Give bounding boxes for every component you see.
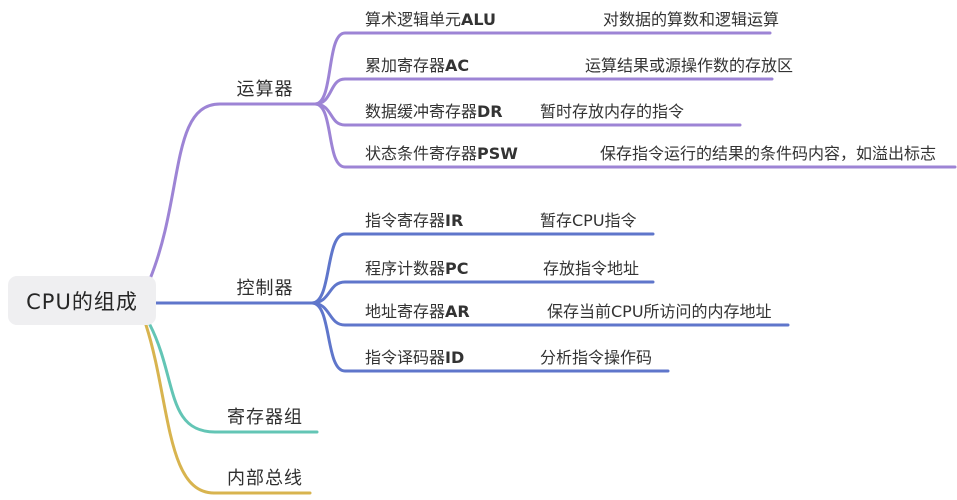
line-bus-trunk bbox=[144, 323, 312, 495]
topic-term-abbr: AC bbox=[445, 56, 470, 75]
topic-desc[interactable]: 暂时存放内存的指令 bbox=[540, 102, 685, 121]
topic-term: 状态条件寄存器PSW bbox=[365, 144, 518, 164]
topic-row-ir[interactable]: 指令寄存器IR 暂存CPU指令 bbox=[345, 207, 653, 234]
branch-operator[interactable]: 运算器 bbox=[236, 79, 294, 100]
topic-term-abbr: AR bbox=[445, 302, 470, 321]
line-operator-child-psw bbox=[313, 102, 957, 169]
topic-term: 指令寄存器IR bbox=[365, 211, 463, 231]
topic-term-abbr: PC bbox=[445, 259, 469, 278]
topic-term-abbr: ID bbox=[445, 348, 465, 367]
branch-registers[interactable]: 寄存器组 bbox=[227, 407, 303, 428]
topic-term: 地址寄存器AR bbox=[365, 302, 470, 322]
line-operator-child-alu bbox=[313, 31, 772, 106]
branch-bus[interactable]: 内部总线 bbox=[227, 468, 303, 489]
line-operator-trunk bbox=[148, 102, 317, 281]
topic-term: 算术逻辑单元ALU bbox=[365, 10, 496, 30]
topic-term: 程序计数器PC bbox=[365, 259, 468, 279]
topic-term: 指令译码器ID bbox=[365, 348, 464, 368]
topic-row-psw[interactable]: 状态条件寄存器PSW 保存指令运行的结果的条件码内容，如溢出标志 bbox=[345, 140, 955, 167]
topic-desc[interactable]: 暂存CPU指令 bbox=[540, 211, 637, 230]
topic-row-dr[interactable]: 数据缓冲寄存器DR 暂时存放内存的指令 bbox=[345, 98, 740, 125]
topic-desc[interactable]: 对数据的算数和逻辑运算 bbox=[603, 10, 780, 29]
topic-term-abbr: IR bbox=[445, 211, 464, 230]
root-topic[interactable]: CPU的组成 bbox=[8, 276, 156, 325]
line-registers-trunk bbox=[148, 323, 319, 434]
topic-term-text: 指令译码器 bbox=[365, 348, 446, 367]
topic-desc[interactable]: 存放指令地址 bbox=[543, 259, 640, 278]
line-controller-child-ir bbox=[310, 232, 655, 305]
topic-term-text: 指令寄存器 bbox=[365, 211, 446, 230]
topic-term-abbr: PSW bbox=[477, 144, 518, 163]
topic-row-alu[interactable]: 算术逻辑单元ALU 对数据的算数和逻辑运算 bbox=[345, 6, 779, 33]
topic-term-text: 累加寄存器 bbox=[365, 56, 446, 75]
topic-term-text: 算术逻辑单元 bbox=[365, 10, 462, 29]
topic-desc[interactable]: 分析指令操作码 bbox=[540, 348, 653, 367]
topic-desc[interactable]: 运算结果或源操作数的存放区 bbox=[585, 56, 794, 75]
line-controller-child-id bbox=[310, 301, 670, 373]
topic-term-abbr: DR bbox=[477, 102, 503, 121]
topic-term-text: 地址寄存器 bbox=[365, 302, 446, 321]
topic-desc[interactable]: 保存指令运行的结果的条件码内容，如溢出标志 bbox=[600, 144, 937, 163]
topic-row-id[interactable]: 指令译码器ID 分析指令操作码 bbox=[345, 344, 668, 371]
topic-row-ac[interactable]: 累加寄存器AC 运算结果或源操作数的存放区 bbox=[345, 52, 793, 79]
topic-term-text: 状态条件寄存器 bbox=[365, 144, 478, 163]
branch-controller[interactable]: 控制器 bbox=[236, 278, 294, 299]
topic-desc[interactable]: 保存当前CPU所访问的内存地址 bbox=[547, 302, 772, 321]
topic-term-text: 程序计数器 bbox=[365, 259, 446, 278]
topic-row-pc[interactable]: 程序计数器PC 存放指令地址 bbox=[345, 255, 653, 282]
topic-term-abbr: ALU bbox=[461, 10, 497, 29]
topic-term: 数据缓冲寄存器DR bbox=[365, 102, 503, 122]
topic-row-ar[interactable]: 地址寄存器AR 保存当前CPU所访问的内存地址 bbox=[345, 298, 788, 325]
topic-term-text: 数据缓冲寄存器 bbox=[365, 102, 478, 121]
topic-term: 累加寄存器AC bbox=[365, 56, 469, 76]
